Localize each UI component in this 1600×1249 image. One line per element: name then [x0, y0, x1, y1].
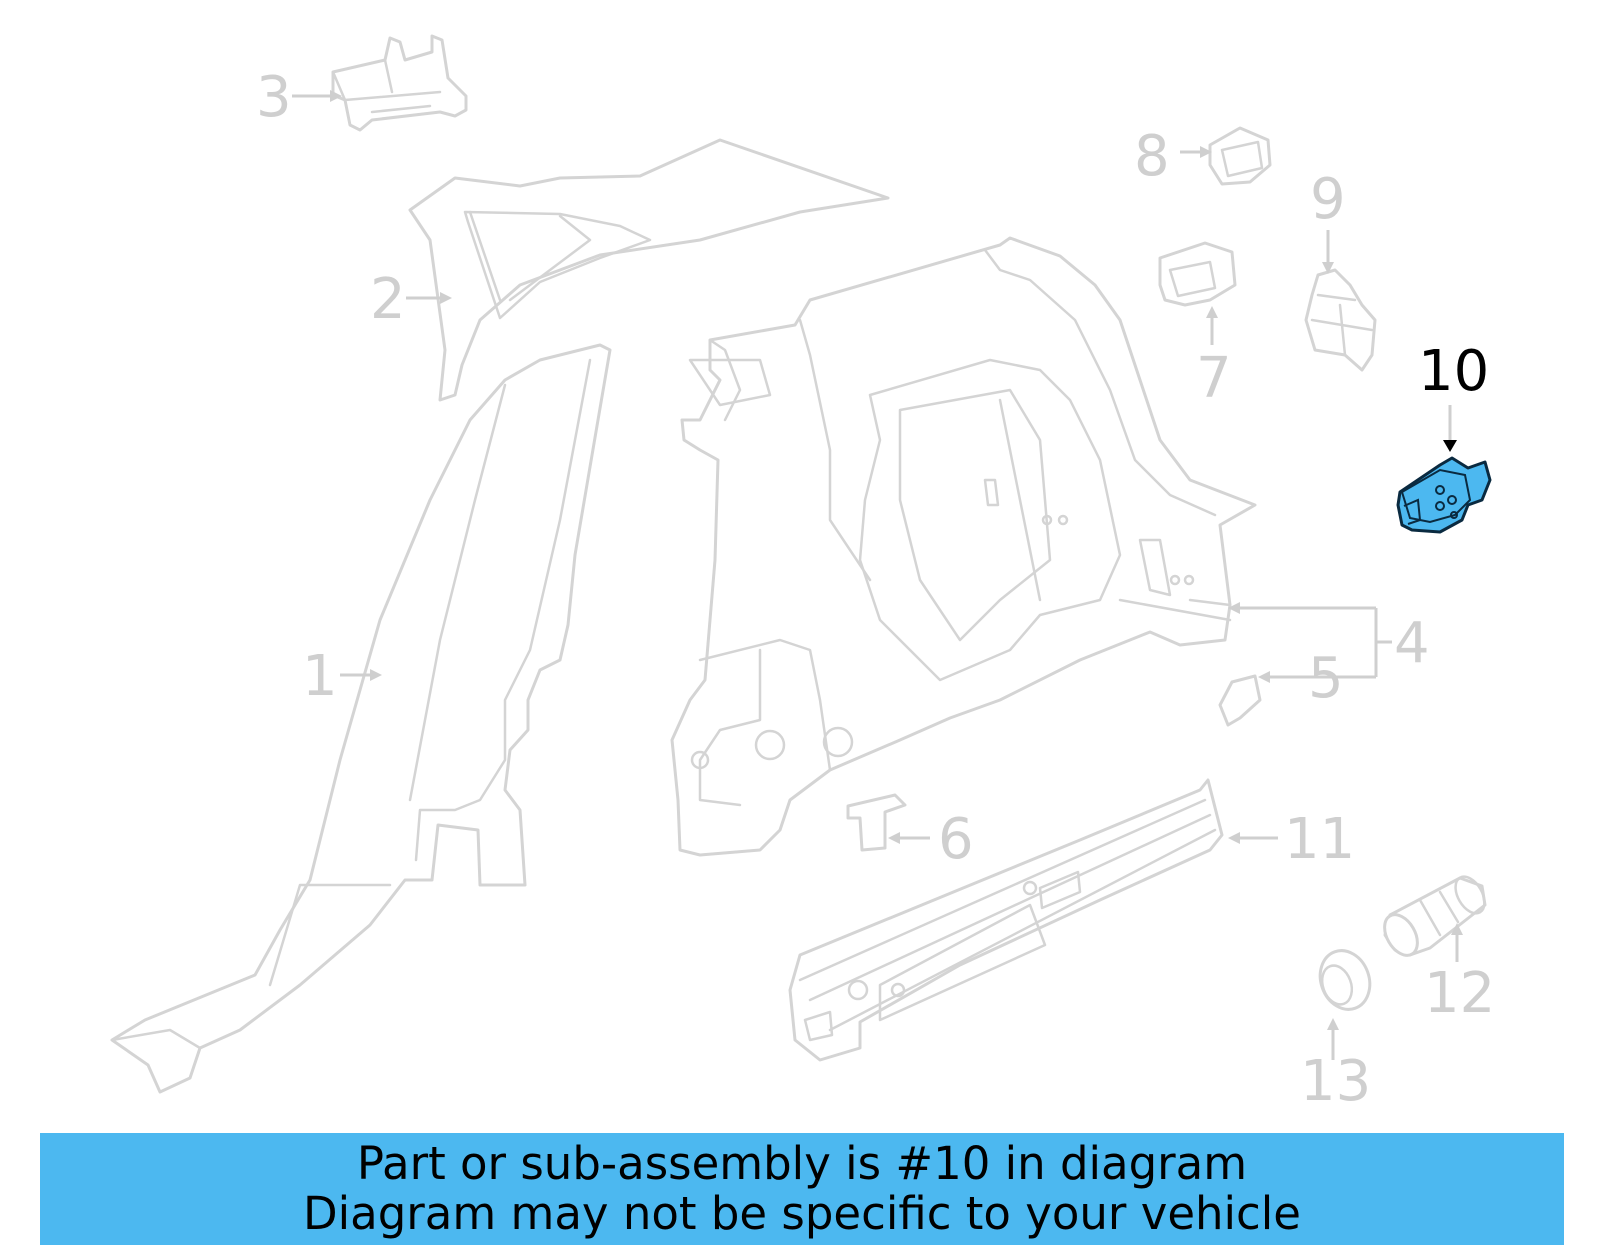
part-9	[1304, 268, 1377, 372]
part-13	[1318, 949, 1372, 1011]
part-10	[1396, 456, 1492, 534]
info-banner: Part or sub-assembly is #10 in diagram D…	[40, 1133, 1564, 1245]
part-8	[1208, 126, 1272, 186]
part-12	[1383, 875, 1487, 957]
callout-1: 1	[302, 644, 338, 709]
callout-4: 4	[1394, 611, 1430, 676]
part-6	[846, 793, 907, 852]
callout-7: 7	[1196, 346, 1232, 411]
part-1	[110, 343, 612, 1094]
banner-line-2: Diagram may not be specific to your vehi…	[303, 1187, 1301, 1240]
part-7	[1158, 241, 1237, 307]
callout-10: 10	[1418, 339, 1489, 404]
callout-5: 5	[1308, 646, 1344, 711]
part-3	[331, 34, 468, 132]
callout-3: 3	[256, 65, 292, 130]
callout-12: 12	[1424, 961, 1495, 1026]
part-11	[788, 778, 1224, 1062]
part-2	[408, 138, 890, 402]
callout-2: 2	[370, 267, 406, 332]
callout-9: 9	[1310, 167, 1346, 232]
callout-13: 13	[1300, 1049, 1371, 1114]
callout-6: 6	[938, 807, 974, 872]
part-4	[670, 236, 1257, 857]
banner-line-1: Part or sub-assembly is #10 in diagram	[356, 1137, 1248, 1190]
part-5	[1218, 674, 1262, 727]
leader-lines	[292, 90, 1463, 1060]
callout-8: 8	[1134, 124, 1170, 189]
callout-11: 11	[1284, 807, 1355, 872]
